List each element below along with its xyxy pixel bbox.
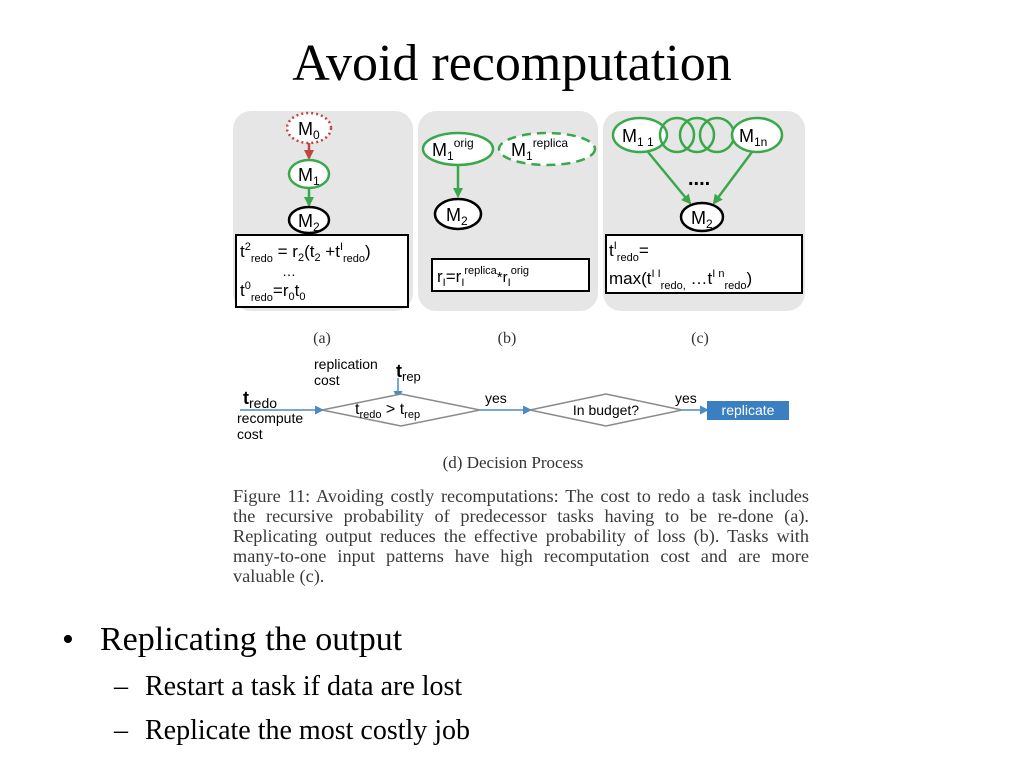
node-mid-1 bbox=[658, 116, 696, 154]
figure-caption: Figure 11: Avoiding costly recomputation… bbox=[233, 486, 809, 586]
svg-text:M1n: M1n bbox=[739, 126, 767, 149]
panel-d-label: (d) Decision Process bbox=[443, 453, 584, 472]
node-mid-2 bbox=[678, 116, 716, 154]
yes1-label: yes bbox=[485, 390, 507, 406]
recompute-cost-label: recompute cost bbox=[237, 410, 307, 442]
sub-bullet-1: – Restart a task if data are lost bbox=[62, 670, 470, 704]
edge-m11-m2 bbox=[647, 151, 692, 205]
sub-bullet-2-marker: – bbox=[114, 715, 128, 746]
panel-a-label: (a) bbox=[313, 330, 331, 347]
svg-text:M2: M2 bbox=[691, 208, 713, 231]
bullet-marker: • bbox=[62, 621, 74, 658]
svg-text:M1orig: M1orig bbox=[432, 136, 474, 163]
compare-text: tredo > trep bbox=[355, 401, 420, 421]
panel-d: replication cost trep tredo recompute co… bbox=[237, 356, 789, 472]
node-m1-replica bbox=[497, 131, 597, 167]
bullet-main: • Replicating the output bbox=[62, 620, 470, 660]
replication-cost-label: replication cost bbox=[314, 356, 382, 388]
sub-bullet-2: – Replicate the most costly job bbox=[62, 714, 470, 748]
yes2-label: yes bbox=[675, 390, 697, 406]
svg-text:M1 1: M1 1 bbox=[622, 126, 654, 149]
t-rep-label: trep bbox=[396, 361, 421, 384]
caption-figure-label: Figure 11: bbox=[233, 486, 311, 506]
figure-11: M0 M1 M2 t2redo = r2(t2 +tIredo) … t0red… bbox=[233, 111, 805, 472]
panel-c: M1 1 M1n .... M2 tIredo= max(tI Iredo, …… bbox=[603, 111, 805, 347]
node-m0-label: M bbox=[298, 119, 313, 139]
node-m0 bbox=[285, 111, 333, 145]
sub-bullet-1-text: Restart a task if data are lost bbox=[145, 671, 463, 702]
slide-title: Avoid recomputation bbox=[292, 35, 732, 92]
caption-text: Avoiding costly recomputations: The cost… bbox=[233, 486, 809, 586]
t-redo-label: tredo bbox=[243, 388, 277, 411]
node-m2 bbox=[287, 205, 331, 235]
formula-a-ellipsis: … bbox=[282, 263, 296, 279]
edge-m1n-m2 bbox=[712, 151, 754, 205]
svg-text:M1: M1 bbox=[298, 165, 320, 188]
formula-a-line1: t2redo = r2(t2 +tIredo) bbox=[240, 241, 371, 265]
node-m1n bbox=[730, 116, 784, 154]
bullet-list: • Replicating the output – Restart a tas… bbox=[62, 620, 470, 748]
replicate-text: replicate bbox=[722, 402, 775, 418]
panel-b: M1orig M1replica M2 rI=rIreplica*rIorig … bbox=[418, 111, 598, 347]
node-m2-b bbox=[433, 197, 483, 231]
formula-c-line1: tIredo= bbox=[609, 240, 649, 264]
node-m11 bbox=[611, 116, 669, 154]
budget-text: In budget? bbox=[573, 402, 639, 418]
panel-a-formula-box bbox=[235, 234, 409, 308]
panel-c-formula-box bbox=[605, 234, 803, 294]
sub-bullet-1-marker: – bbox=[114, 671, 128, 702]
panel-a: M0 M1 M2 t2redo = r2(t2 +tIredo) … t0red… bbox=[233, 111, 413, 347]
replicate-box bbox=[707, 401, 789, 420]
svg-text:M2: M2 bbox=[446, 205, 468, 228]
panel-c-dots: .... bbox=[688, 168, 710, 190]
panel-b-label: (b) bbox=[498, 330, 517, 347]
panel-b-formula-box bbox=[431, 258, 590, 292]
node-m2-c bbox=[679, 201, 725, 233]
formula-b: rI=rIreplica*rIorig bbox=[437, 265, 529, 289]
sub-bullet-2-text: Replicate the most costly job bbox=[145, 715, 471, 746]
formula-c-line2: max(tI Iredo, …tI nredo) bbox=[609, 268, 752, 292]
svg-text:M2: M2 bbox=[298, 211, 320, 234]
bullet-main-text: Replicating the output bbox=[100, 621, 403, 658]
node-m0-sub: 0 bbox=[313, 128, 320, 142]
svg-text:M1replica: M1replica bbox=[511, 136, 568, 163]
formula-a-line3: t0redo=r0t0 bbox=[240, 280, 305, 304]
panel-c-label: (c) bbox=[691, 330, 709, 347]
svg-text:M0: M0 bbox=[298, 119, 320, 142]
